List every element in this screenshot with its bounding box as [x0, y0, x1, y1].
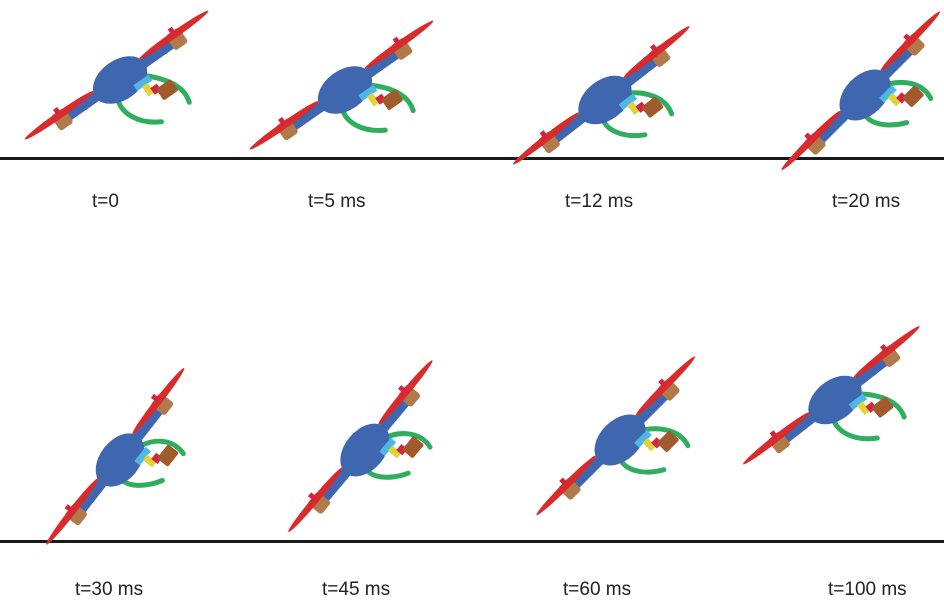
drone-frame-7 [536, 356, 696, 516]
gimbal-mount [879, 85, 897, 103]
drone-body [317, 66, 373, 114]
camera-payload [156, 79, 178, 100]
camera-bracket [387, 445, 402, 459]
propeller-hub-left [559, 477, 569, 487]
propeller-right [139, 10, 209, 60]
drone-model [742, 326, 920, 465]
camera-payload [157, 444, 179, 467]
propeller-left [249, 100, 319, 150]
camera-bracket [627, 101, 641, 116]
propeller-hub-right [397, 385, 408, 395]
drone-body [594, 414, 646, 466]
drone-model [46, 367, 186, 545]
propeller-right [635, 356, 696, 417]
drone-frame-1 [24, 10, 209, 140]
drone-body [340, 423, 390, 477]
drone-body [578, 75, 632, 125]
drone-frame-5 [46, 367, 186, 545]
gimbal-mount [634, 430, 652, 448]
drone-model [536, 356, 696, 516]
propeller-hub-left [277, 116, 287, 127]
propeller-hub-left [804, 132, 814, 142]
propeller-right [623, 26, 690, 79]
propeller-left [46, 478, 99, 545]
propeller-hub-right [392, 36, 402, 47]
drone-model [288, 360, 433, 533]
gimbal-mount [133, 74, 153, 91]
drone-frame-4 [781, 11, 941, 171]
time-label-2: t=5 ms [308, 191, 366, 212]
time-label-1: t=0 [92, 191, 119, 212]
drone-model [249, 20, 434, 150]
drone-body [95, 433, 145, 487]
time-label-6: t=45 ms [322, 579, 391, 600]
drone-body [839, 69, 891, 121]
camera-bracket [857, 401, 871, 416]
time-label-5: t=30 ms [75, 579, 144, 600]
propeller-left [288, 467, 343, 533]
gimbal-mount [848, 393, 868, 411]
time-label-3: t=12 ms [565, 191, 634, 212]
camera-bracket [366, 92, 380, 107]
propeller-hub-left [539, 130, 549, 140]
camera-payload [657, 430, 679, 452]
propeller-hub-left [307, 492, 318, 502]
propeller-right [378, 360, 433, 425]
drone-frame-2 [249, 20, 434, 150]
propeller-hub-left [52, 106, 62, 117]
propeller-hub-right [879, 344, 889, 354]
camera-bracket [141, 82, 155, 97]
propeller-hub-right [150, 393, 161, 403]
propeller-left [24, 90, 94, 140]
camera-bracket [642, 437, 657, 452]
propeller-left [781, 110, 842, 171]
camera-bracket [887, 92, 902, 107]
drone-body [808, 375, 862, 425]
camera-payload [902, 85, 924, 107]
ground-line-bottom [0, 540, 944, 543]
propeller-left [536, 455, 597, 516]
time-label-4: t=20 ms [832, 191, 901, 212]
drone-frame-3 [512, 26, 690, 165]
camera-payload [641, 97, 664, 118]
camera-payload [381, 89, 403, 110]
propeller-right [880, 11, 941, 72]
camera-payload [402, 436, 424, 458]
gimbal-mount [379, 437, 397, 457]
drone-model [781, 11, 941, 171]
drone-frame-6 [288, 360, 433, 533]
drone-model [512, 26, 690, 165]
propeller-hub-left [769, 430, 779, 440]
propeller-right [853, 326, 920, 379]
gimbal-mount [618, 93, 638, 111]
drone-frame-8 [742, 326, 920, 465]
time-label-8: t=100 ms [828, 579, 907, 600]
propeller-hub-right [167, 26, 177, 37]
propeller-hub-right [903, 33, 913, 43]
drone-body [92, 56, 148, 104]
drone-model [24, 10, 209, 140]
gimbal-mount [358, 84, 378, 101]
propeller-hub-right [649, 44, 659, 54]
propeller-hub-left [64, 504, 75, 514]
camera-bracket [142, 454, 157, 468]
gimbal-mount [134, 446, 151, 466]
camera-payload [871, 397, 894, 418]
propeller-hub-right [658, 378, 668, 388]
time-label-7: t=60 ms [563, 579, 632, 600]
ground-line-top [0, 157, 944, 160]
